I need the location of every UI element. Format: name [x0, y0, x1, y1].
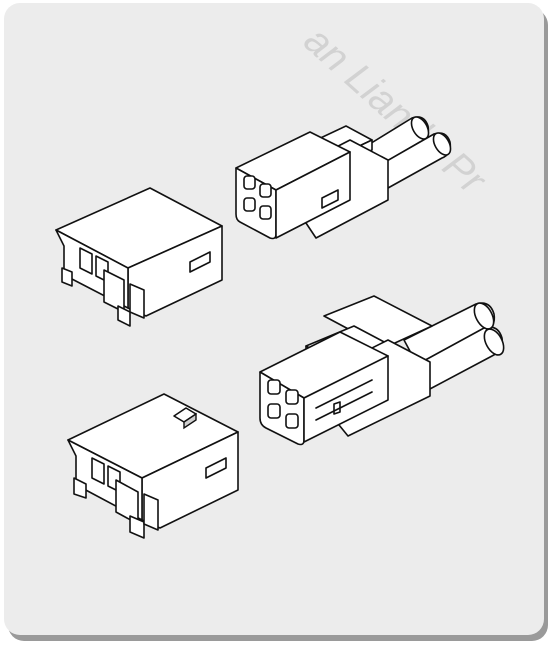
female-plug-small: [235, 116, 452, 240]
male-header-large: [67, 393, 239, 539]
female-plug-large: [259, 295, 505, 446]
male-header-small: [55, 187, 223, 327]
